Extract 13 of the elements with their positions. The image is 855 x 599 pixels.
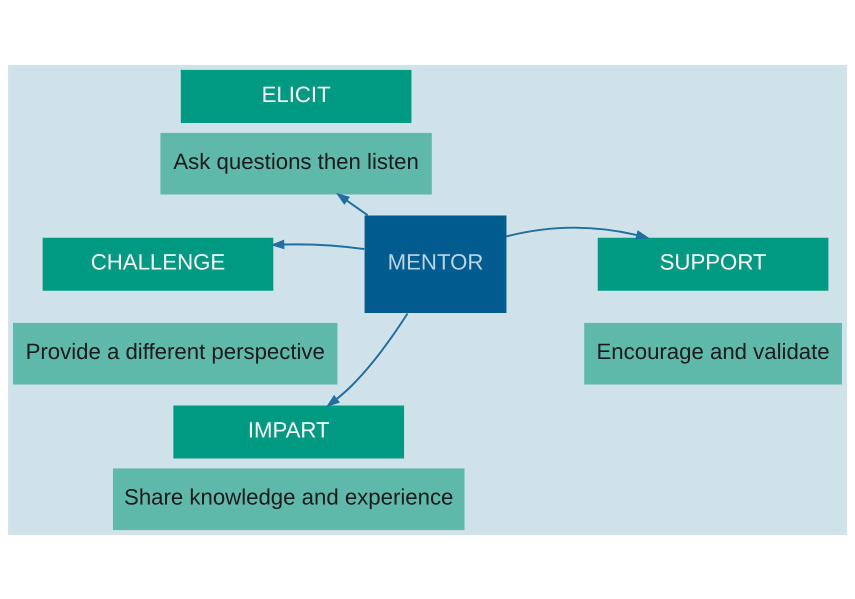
node-box: Ask questions then listen — [160, 132, 432, 194]
arrow — [326, 312, 408, 407]
arrow — [336, 192, 368, 216]
node-box: Provide a different perspective — [13, 322, 338, 384]
arrow — [270, 239, 364, 250]
node-box: Share knowledge and experience — [112, 468, 464, 530]
node-box: IMPART — [173, 404, 404, 458]
node-box: Encourage and validate — [584, 322, 842, 384]
node-box: SUPPORT — [598, 237, 828, 290]
node-box: CHALLENGE — [42, 237, 274, 290]
arrow — [506, 226, 650, 240]
node-box: ELICIT — [180, 69, 412, 122]
node-box: MENTOR — [364, 215, 506, 312]
